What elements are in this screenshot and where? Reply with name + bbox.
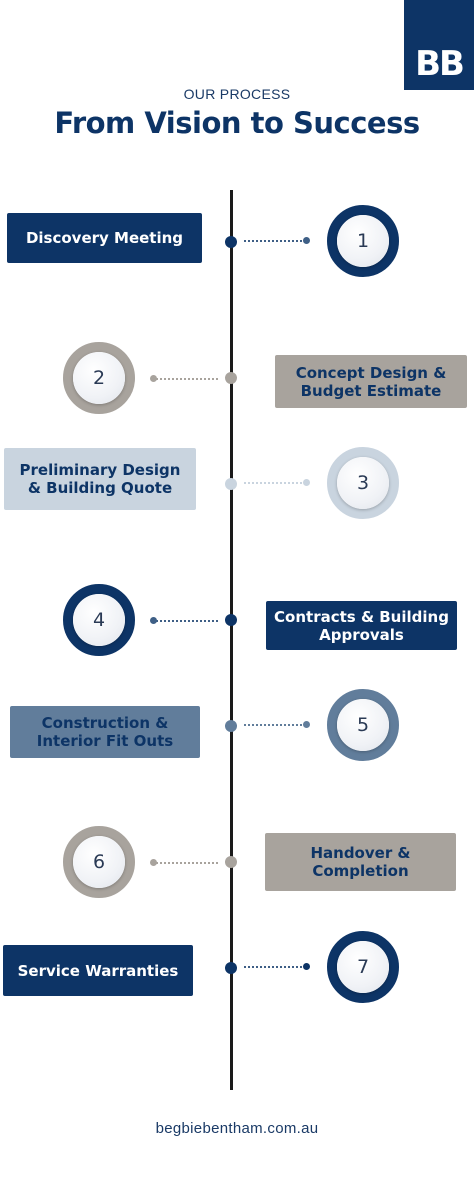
step-label: Construction & Interior Fit Outs <box>36 714 174 750</box>
step-number: 5 <box>337 699 389 751</box>
step-number-circle: 1 <box>327 205 399 277</box>
step-number-circle: 5 <box>327 689 399 761</box>
connector-end-dot <box>150 617 157 624</box>
timeline-dot <box>225 720 237 732</box>
step-number-circle: 3 <box>327 447 399 519</box>
timeline-line <box>230 190 233 1090</box>
step-label: Discovery Meeting <box>25 229 184 247</box>
step-number: 6 <box>73 836 125 888</box>
step-number: 1 <box>337 215 389 267</box>
step-label: Handover & Completion <box>310 844 411 880</box>
connector-end-dot <box>303 963 310 970</box>
dotted-connector <box>244 240 306 242</box>
step-label-box: Handover & Completion <box>265 833 456 891</box>
dotted-connector <box>156 620 218 622</box>
brand-logo: BB <box>404 0 474 90</box>
timeline-dot <box>225 372 237 384</box>
step-number: 2 <box>73 352 125 404</box>
step-label-box: Service Warranties <box>3 945 193 996</box>
connector-end-dot <box>303 237 310 244</box>
timeline-dot <box>225 856 237 868</box>
step-label-box: Discovery Meeting <box>7 213 202 263</box>
step-number-circle: 6 <box>63 826 135 898</box>
step-number-circle: 2 <box>63 342 135 414</box>
website-link[interactable]: begbiebentham.com.au <box>155 1120 319 1137</box>
timeline-dot <box>225 962 237 974</box>
step-number: 3 <box>337 457 389 509</box>
step-label-box: Construction & Interior Fit Outs <box>10 706 200 758</box>
step-label: Concept Design & Budget Estimate <box>295 363 447 400</box>
step-label: Preliminary Design & Building Quote <box>19 461 181 497</box>
dotted-connector <box>156 862 218 864</box>
step-label-box: Contracts & Building Approvals <box>266 601 457 650</box>
dotted-connector <box>156 378 218 380</box>
connector-end-dot <box>303 721 310 728</box>
timeline-dot <box>225 236 237 248</box>
timeline-dot <box>225 478 237 490</box>
step-label-box: Preliminary Design & Building Quote <box>4 448 196 510</box>
step-number-circle: 4 <box>63 584 135 656</box>
dotted-connector <box>244 724 306 726</box>
step-number: 4 <box>73 594 125 646</box>
dotted-connector <box>244 482 306 484</box>
dotted-connector <box>244 966 306 968</box>
timeline-dot <box>225 614 237 626</box>
page-title: From Vision to Success <box>54 106 420 140</box>
connector-end-dot <box>303 479 310 486</box>
connector-end-dot <box>150 859 157 866</box>
step-number-circle: 7 <box>327 931 399 1003</box>
step-label: Service Warranties <box>17 961 179 980</box>
step-label-box: Concept Design & Budget Estimate <box>275 355 467 408</box>
section-eyebrow: OUR PROCESS <box>183 86 291 102</box>
connector-end-dot <box>150 375 157 382</box>
step-number: 7 <box>337 941 389 993</box>
step-label: Contracts & Building Approvals <box>274 607 449 644</box>
